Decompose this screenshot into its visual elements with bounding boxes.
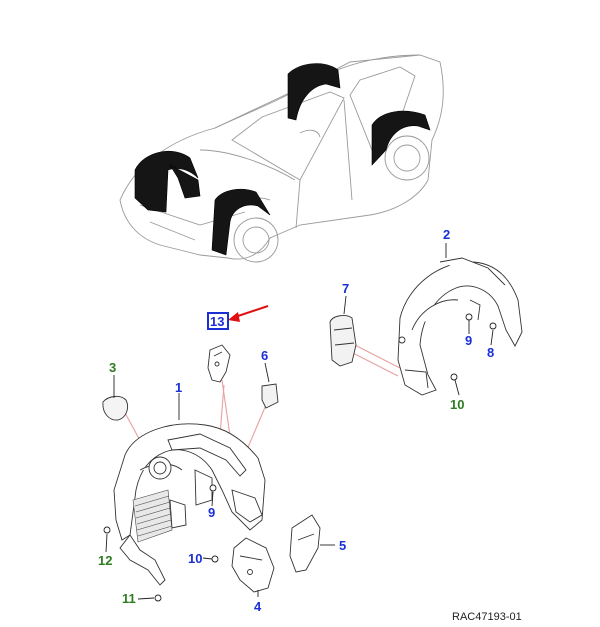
callout-4: 4 (254, 599, 262, 614)
callout-ticks (105, 243, 494, 600)
callout-10-front: 10 (188, 551, 202, 566)
part-7-seal-panel (329, 315, 357, 367)
callout-3: 3 (109, 360, 116, 375)
callout-10-rear: 10 (450, 397, 464, 412)
part-6-clip (261, 383, 279, 409)
callout-5: 5 (339, 538, 346, 553)
part-4-lower-bracket (231, 537, 275, 593)
callout-9-rear: 9 (465, 333, 472, 348)
part-5-side-panel (289, 514, 321, 573)
callout-13: 13 (210, 314, 224, 329)
callout-6: 6 (261, 348, 268, 363)
fasteners (103, 313, 497, 602)
callout-1: 1 (175, 380, 182, 395)
part-2-rear-arch-liner (397, 257, 523, 396)
highlight-arrow (228, 305, 269, 322)
callout-9-front: 9 (208, 505, 215, 520)
vehicle-arch-liners (134, 63, 431, 256)
callout-8: 8 (487, 345, 494, 360)
callout-12: 12 (98, 553, 112, 568)
part-3-patch (102, 395, 129, 421)
highlight-box (207, 312, 229, 330)
reference-code: RAC47193-01 (452, 611, 522, 623)
callout-7: 7 (342, 281, 349, 296)
callout-labels: 1 2 3 4 5 6 7 8 9 9 10 10 11 12 13 (98, 227, 494, 614)
part-1-grille (132, 489, 173, 543)
callout-11: 11 (122, 591, 136, 606)
part-13-bracket (207, 344, 231, 383)
callout-2: 2 (443, 227, 450, 242)
